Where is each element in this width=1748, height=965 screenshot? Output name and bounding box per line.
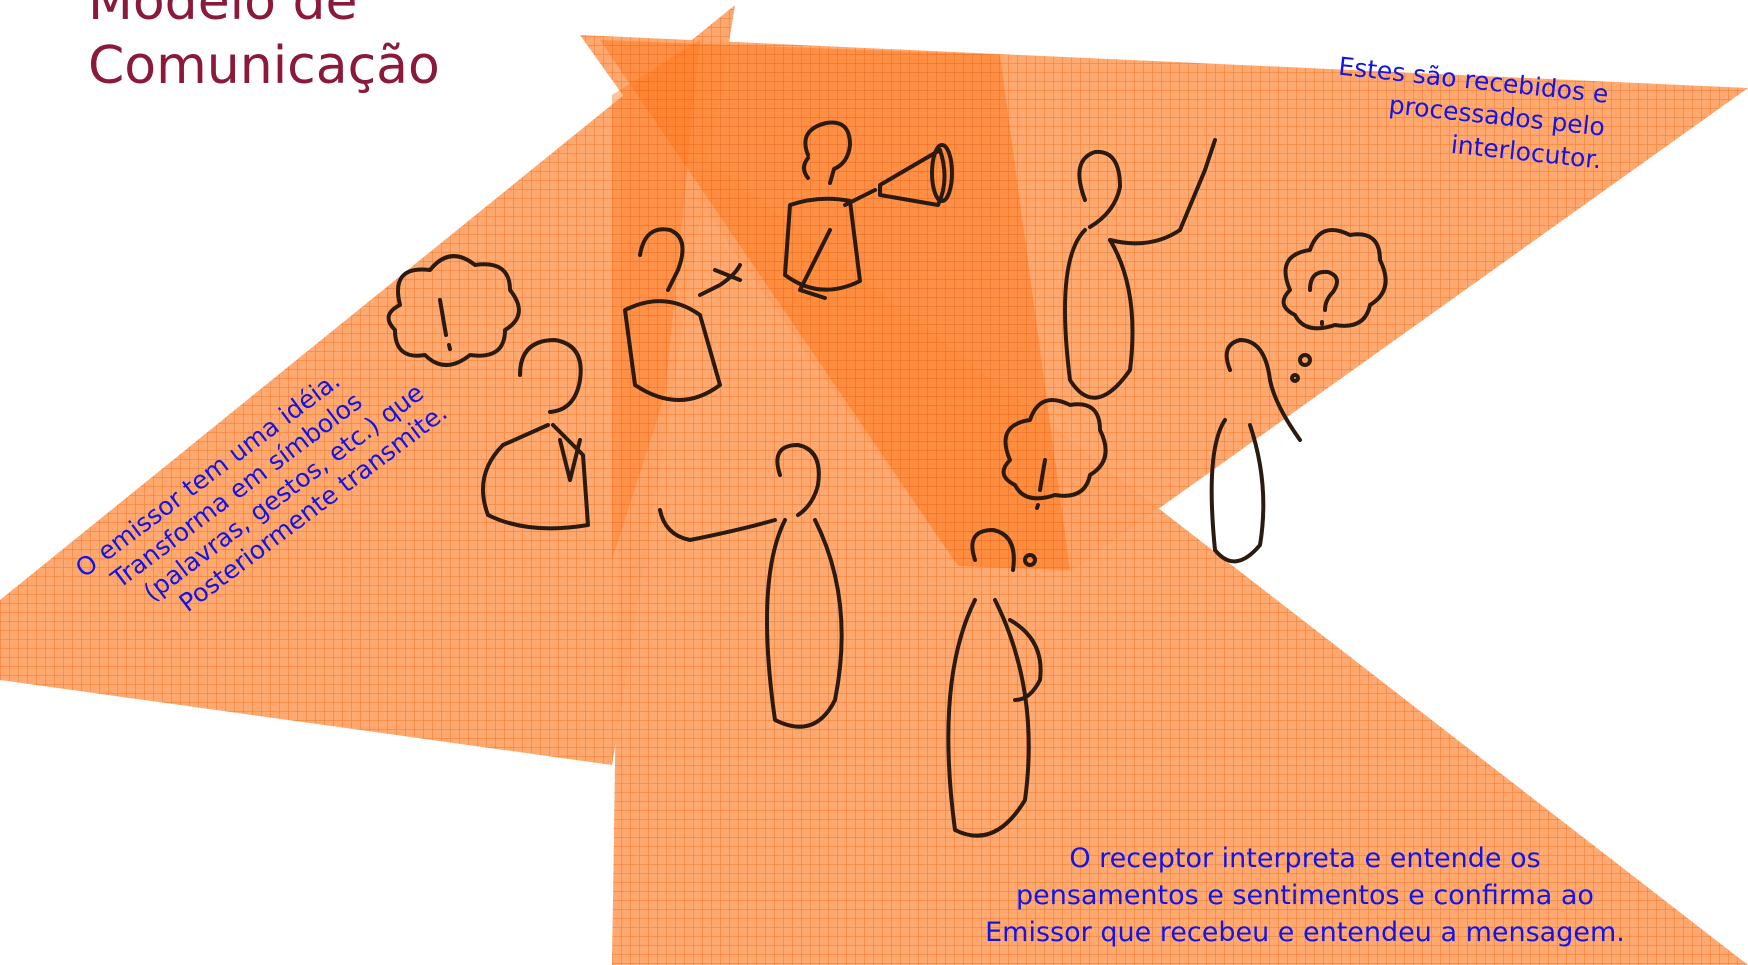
slide-title: Modelo de Comunicação (88, 0, 440, 98)
clapping-man-sketch (623, 227, 742, 402)
thinking-man-sketch (481, 338, 590, 531)
question-bubble-icon (1281, 228, 1388, 383)
left-beam (0, 5, 735, 765)
megaphone-man-sketch (783, 120, 954, 300)
idea-bubble-icon (386, 254, 521, 367)
idea-bubble-icon (1001, 398, 1108, 567)
receiver-note-line: Emissor que recebeu e entendeu a mensage… (985, 917, 1625, 948)
gesturing-woman-sketch (658, 443, 844, 729)
receiver-note-line: pensamentos e sentimentos e confirma ao (1016, 880, 1594, 911)
receiver-note: O receptor interpreta e entende os pensa… (890, 840, 1720, 951)
thinking-woman-sketch (1209, 338, 1302, 564)
title-line-2: Comunicação (88, 36, 440, 96)
megaphone-icon (878, 143, 954, 207)
title-line-1: Modelo de (88, 0, 358, 32)
waving-woman-sketch (1063, 138, 1217, 400)
receiver-note-line: O receptor interpreta e entende os (1069, 843, 1541, 874)
standing-woman-sketch (946, 528, 1043, 838)
